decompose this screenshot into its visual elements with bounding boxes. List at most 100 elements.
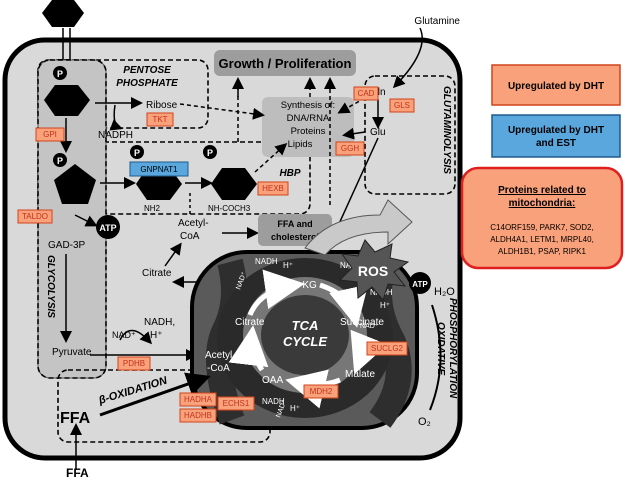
acetyl-coa-mito-label: Acetyl	[205, 350, 232, 361]
svg-text:Upregulated by DHT: Upregulated by DHT	[508, 125, 604, 136]
svg-text:-CoA: -CoA	[207, 363, 230, 374]
tca-label: TCA	[292, 318, 319, 333]
ribose-label: Ribose	[146, 100, 178, 111]
ros-burst-icon	[338, 239, 410, 302]
svg-text:H⁺: H⁺	[283, 261, 293, 270]
svg-text:P: P	[207, 148, 213, 158]
legend-dht-est	[491, 114, 621, 158]
svg-text:PENTOSE: PENTOSE	[123, 65, 171, 76]
ffa-input-label: FFA	[66, 466, 89, 480]
svg-text:PHOSPHATE: PHOSPHATE	[116, 78, 178, 89]
synthesis-box	[262, 97, 354, 157]
synthesis-dna-rna: DNA/RNA	[287, 113, 330, 124]
mito-box-title-2: mitochondria:	[509, 198, 576, 209]
enzyme-hexb: HEXB	[257, 181, 289, 196]
svg-text:ATP: ATP	[412, 280, 428, 289]
enzyme-hadhb: HADHB	[179, 408, 217, 423]
svg-text:NADH: NADH	[255, 257, 278, 266]
akg-label: α-KG	[293, 280, 317, 291]
svg-text:P: P	[57, 69, 63, 79]
enzyme-ggh: GGH	[335, 141, 365, 156]
svg-text:P: P	[57, 156, 63, 166]
glutamine-label: Glutamine	[414, 16, 460, 27]
enzyme-echs1: ECHS1	[217, 396, 255, 411]
glucose-hexagon-icon	[42, 0, 84, 27]
svg-text:GPI: GPI	[43, 130, 57, 139]
glycolysis-label: GLYCOLYSIS	[45, 255, 56, 318]
enzyme-taldo: TALDO	[17, 209, 53, 224]
svg-text:PDHB: PDHB	[123, 359, 145, 368]
svg-text:NAD⁺: NAD⁺	[360, 323, 379, 330]
svg-text:SUCLG2: SUCLG2	[371, 344, 404, 353]
svg-text:CYCLE: CYCLE	[283, 334, 327, 349]
synthesis-proteins: Proteins	[291, 126, 326, 137]
phosphate-icon	[203, 145, 217, 159]
citrate-cytosol-label: Citrate	[142, 268, 172, 279]
svg-text:and EST: and EST	[536, 138, 576, 149]
svg-text:NH-COCH3: NH-COCH3	[208, 204, 251, 213]
phosphate-icon	[130, 145, 144, 159]
svg-text:MDH2: MDH2	[310, 387, 333, 396]
atp-icon	[409, 272, 431, 294]
fructose-phosphate-icon	[54, 164, 96, 204]
enzyme-tkt: TKT	[146, 112, 174, 127]
enzyme-suclg2: SUCLG2	[366, 341, 408, 356]
ros-label: ROS	[358, 263, 388, 279]
malate-label: Malate	[345, 369, 375, 380]
ffa-box-label: FFA	[60, 410, 91, 427]
svg-text:HADHA: HADHA	[184, 395, 213, 404]
synthesis-lipids: Lipids	[288, 139, 313, 150]
citrate-mito-label: Citrate	[235, 317, 265, 328]
oxphos-label-2: PHOSPHORYLATION	[447, 298, 458, 399]
o2-label: O₂	[418, 416, 431, 428]
hexose-phosphate-icon	[44, 85, 90, 116]
enzyme-gpi: GPI	[35, 127, 65, 142]
svg-text:NADPH: NADPH	[98, 130, 133, 141]
synthesis-title: Synthesis of:	[281, 100, 335, 111]
phosphate-icon	[53, 66, 67, 80]
enzyme-pdhb: PDHB	[117, 356, 151, 371]
svg-text:Glu: Glu	[370, 127, 386, 138]
gad3p-label: GAD-3P	[48, 240, 86, 251]
svg-text:ATP: ATP	[99, 223, 116, 233]
glutaminolysis-region	[364, 75, 456, 195]
svg-text:HBP: HBP	[279, 168, 300, 179]
svg-text:GGH: GGH	[341, 144, 359, 153]
svg-text:NH2: NH2	[144, 204, 161, 213]
svg-text:TKT: TKT	[152, 115, 167, 124]
mito-box-title-1: Proteins related to	[498, 185, 586, 196]
svg-text:P: P	[134, 148, 140, 158]
svg-text:GNPNAT1: GNPNAT1	[140, 165, 178, 174]
svg-text:ALDH4A1, LETM1, MRPL40,: ALDH4A1, LETM1, MRPL40,	[490, 235, 594, 244]
enzyme-hadha: HADHA	[179, 392, 217, 407]
svg-text:CoA: CoA	[180, 231, 200, 242]
enzyme-cad: CAD	[353, 86, 379, 101]
svg-text:HADHB: HADHB	[184, 411, 212, 420]
growth-box	[214, 50, 356, 76]
enzyme-gls: GLS	[389, 98, 415, 113]
svg-text:FFA and: FFA and	[277, 219, 312, 229]
enzyme-mdh2: MDH2	[303, 384, 339, 399]
growth-label: Growth / Proliferation	[219, 56, 352, 71]
svg-text:NADH: NADH	[262, 397, 285, 406]
h2o-label: H₂O	[434, 286, 455, 298]
phosphate-icon	[53, 153, 67, 167]
svg-text:HEXB: HEXB	[262, 184, 284, 193]
svg-text:TALDO: TALDO	[22, 212, 48, 221]
svg-text:H⁺: H⁺	[150, 330, 163, 341]
svg-text:Upregulated by DHT: Upregulated by DHT	[508, 81, 604, 92]
n-acetyl-glucosamine-icon	[211, 168, 257, 200]
pyruvate-label: Pyruvate	[52, 347, 92, 358]
enzyme-gnpnat1	[129, 161, 189, 177]
svg-text:GLS: GLS	[394, 101, 410, 110]
legend-dht	[491, 64, 621, 106]
ros-arrow	[304, 199, 413, 256]
glutaminolysis-label: GLUTAMINOLYSIS	[441, 86, 452, 174]
oaa-label: OAA	[262, 375, 283, 386]
svg-text:H⁺: H⁺	[380, 301, 390, 310]
svg-text:H⁺: H⁺	[290, 404, 300, 413]
atp-icon	[96, 215, 120, 239]
svg-text:Acetyl-: Acetyl-	[178, 218, 209, 229]
svg-text:cholesterol: cholesterol	[271, 232, 319, 242]
svg-text:NADH,: NADH,	[144, 317, 175, 328]
